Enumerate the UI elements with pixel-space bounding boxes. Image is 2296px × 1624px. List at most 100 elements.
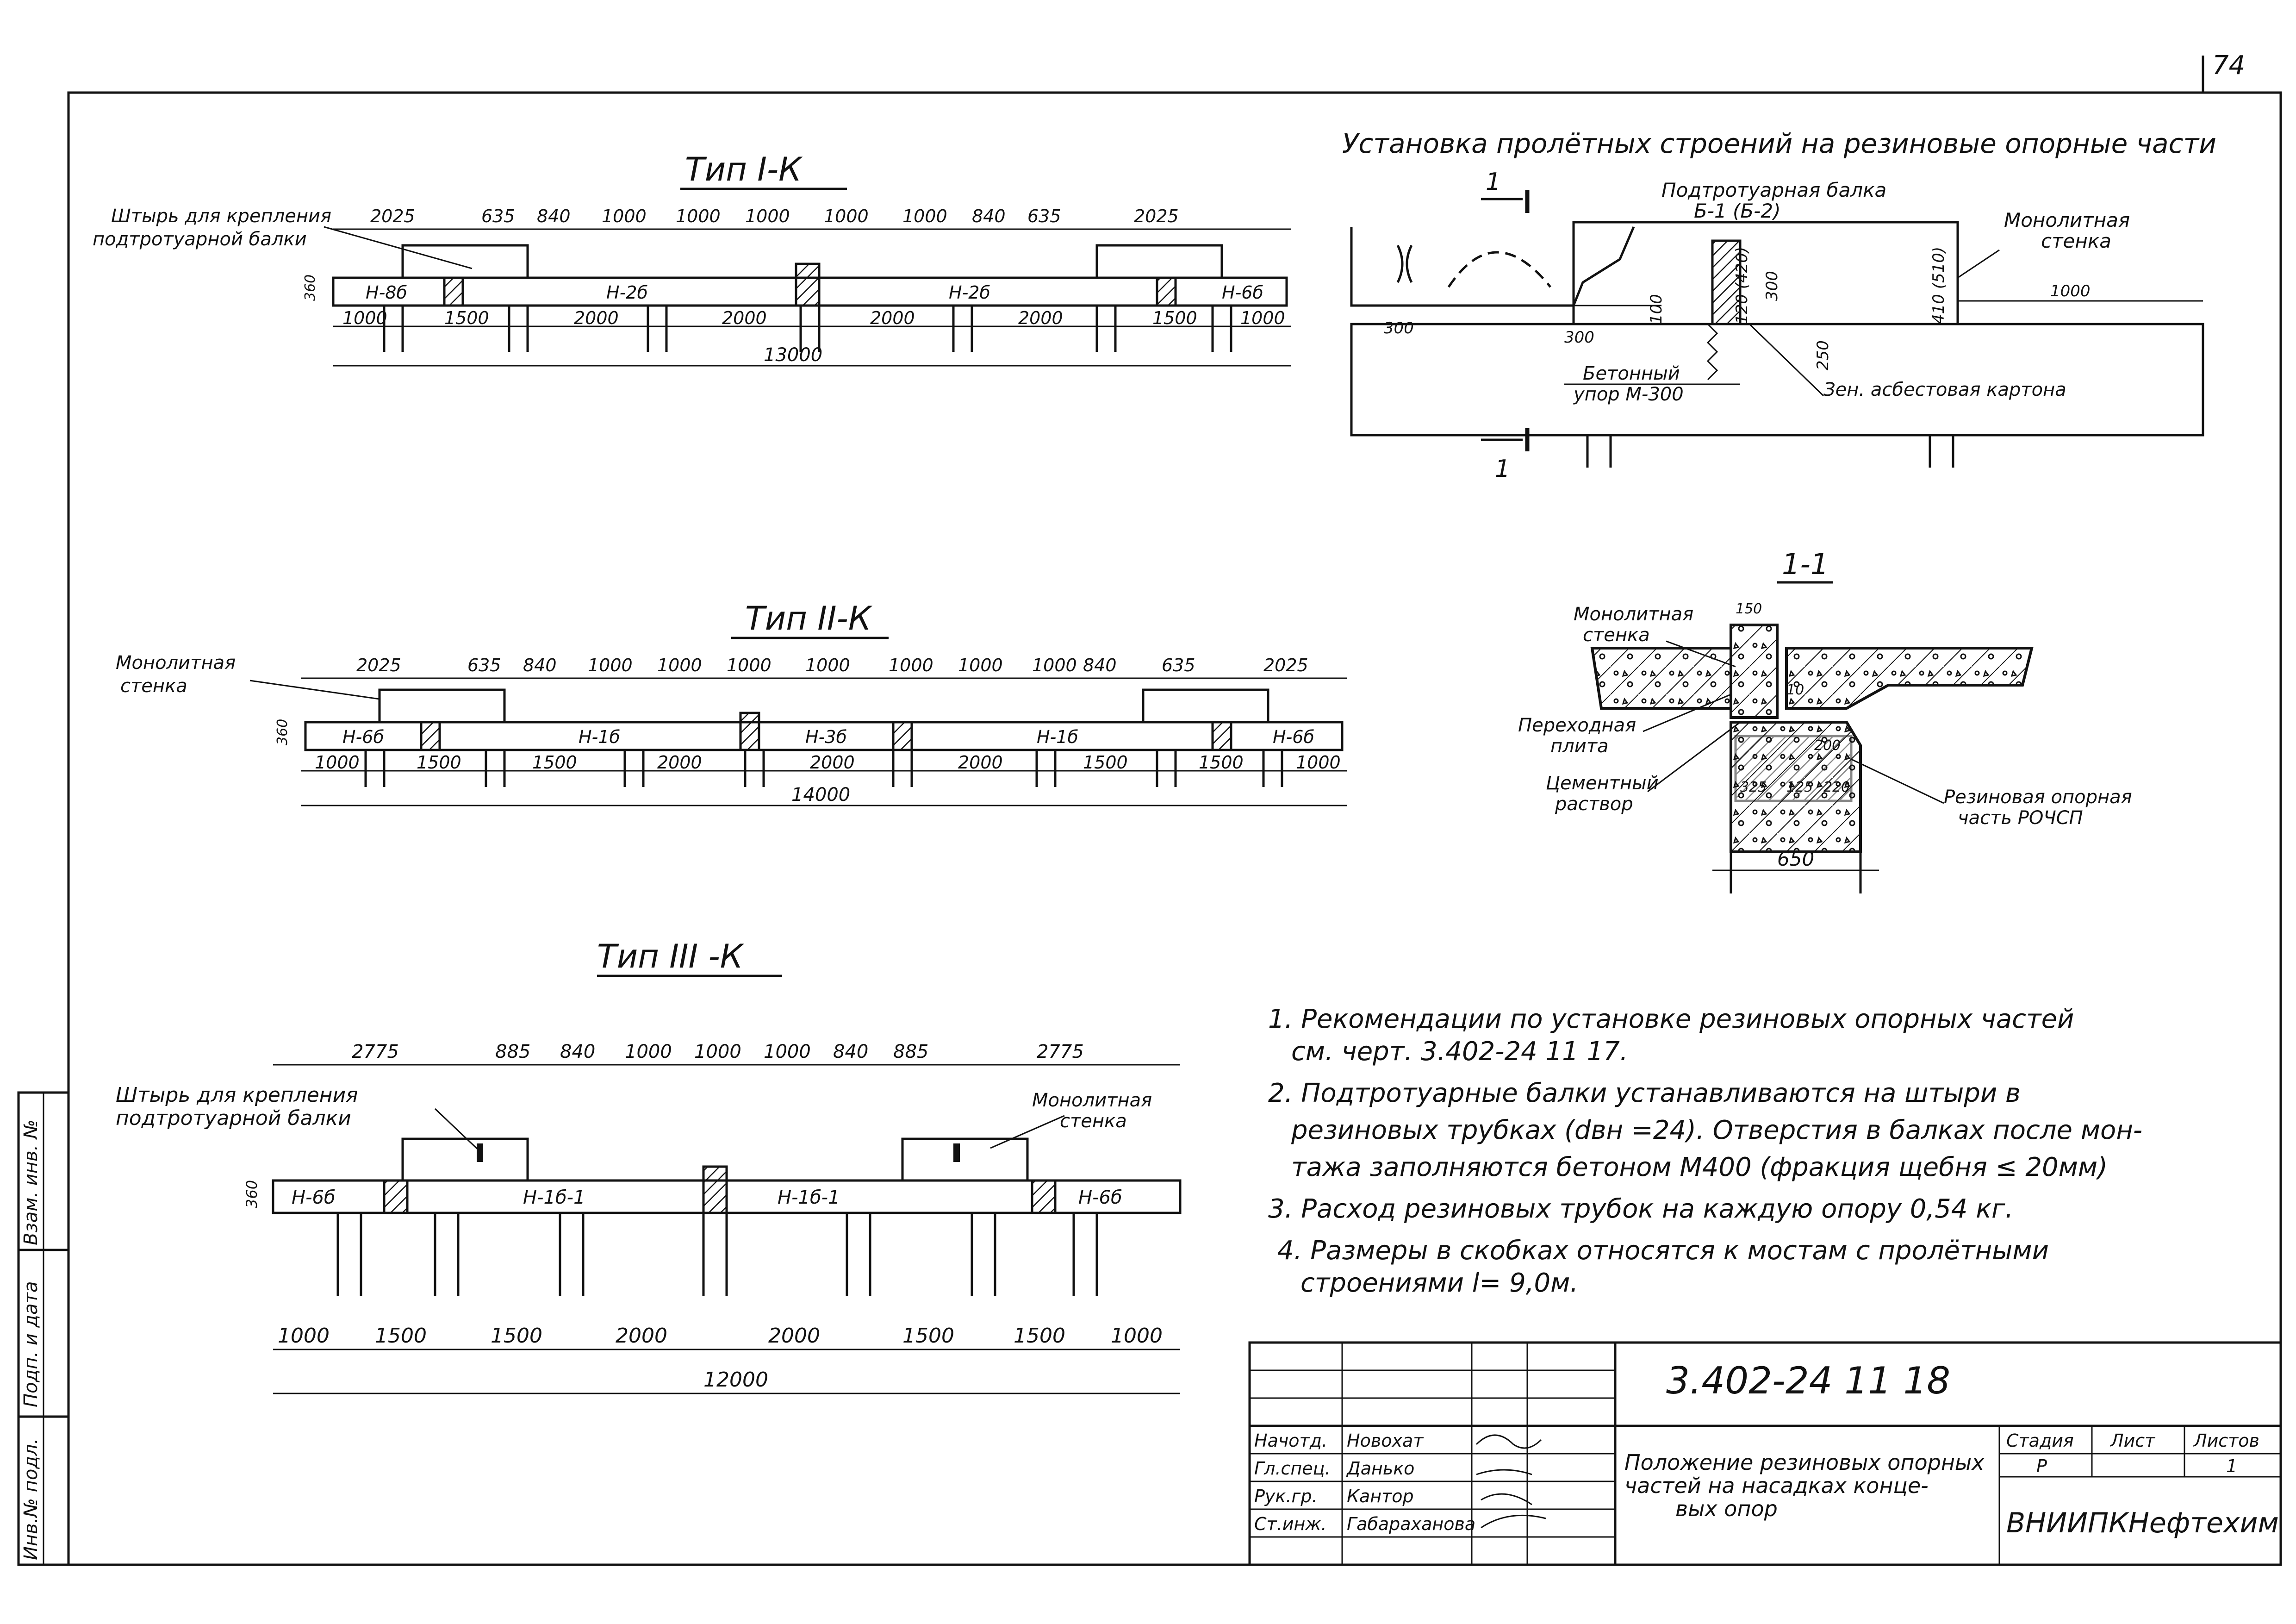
detail-dim-2: 300: [1564, 328, 1594, 347]
type3-dim-top-7: 840: [833, 1041, 868, 1062]
section-dim-5: 125: [1786, 779, 1813, 795]
type3-total: 12000: [703, 1368, 768, 1392]
type2-dim-bot-4: 2000: [657, 752, 702, 773]
type1-dim-bot-1: 1000: [342, 308, 387, 328]
type2-block-1: Н-6б: [342, 727, 384, 747]
detail-dim-7: 250: [1814, 340, 1832, 370]
type2-diagram: Тип II-К Монолитная стенка 2025 635 840 …: [116, 600, 1347, 806]
header-sheets: Листов: [2193, 1430, 2259, 1451]
section-dim-3: 200: [1814, 737, 1841, 754]
detail-title: Установка пролётных строений на резиновы…: [1342, 128, 2216, 159]
type1-block-2: Н-2б: [606, 282, 648, 303]
stamp-sign-date: Подп. и дата: [20, 1281, 42, 1407]
type3-dim-bot-2: 1500: [375, 1324, 427, 1348]
type2-dim-top-9: 1000: [958, 655, 1003, 675]
section-mark-top: 1: [1486, 168, 1501, 196]
type3-callout-right-line2: стенка: [1060, 1111, 1127, 1132]
section-bearing-line2: часть РОЧСП: [1958, 807, 2083, 829]
type2-dim-top-1: 2025: [356, 655, 401, 675]
type3-callout-left-line1: Штырь для крепления: [116, 1083, 358, 1107]
role-1: Начотд.: [1254, 1430, 1327, 1451]
note-3: 3. Расход резиновых трубок на каждую опо…: [1268, 1194, 2013, 1224]
stop-label-line1: Бетонный: [1583, 363, 1680, 384]
type1-dim-top-10: 635: [1027, 206, 1061, 226]
type2-height: 360: [274, 719, 291, 745]
type1-block-1: Н-8б: [366, 282, 407, 303]
type3-callout-right-line1: Монолитная: [1032, 1090, 1152, 1111]
type3-diagram: Тип III -К Штырь для крепления подтротуа…: [116, 937, 1182, 1394]
note-4b: строениями l= 9,0м.: [1300, 1268, 1578, 1298]
section-dim-4: 325: [1740, 779, 1767, 795]
description-line1: Положение резиновых опорных: [1624, 1450, 1985, 1475]
type1-dim-top-11: 2025: [1134, 206, 1179, 226]
detail-dim-8: 100: [1647, 294, 1666, 324]
type2-dim-top-8: 1000: [889, 655, 933, 675]
type2-dim-top-12: 635: [1162, 655, 1195, 675]
note-2c: тажа заполняются бетоном М400 (фракция щ…: [1291, 1152, 2108, 1182]
type1-dim-bot-4: 2000: [722, 308, 767, 328]
type1-block-3: Н-2б: [949, 282, 990, 303]
type2-dim-top-10: 1000: [1032, 655, 1077, 675]
name-4: Габараханова: [1347, 1514, 1475, 1534]
type1-dim-bot-5: 2000: [870, 308, 915, 328]
type3-dim-bot-8: 1000: [1111, 1324, 1163, 1348]
section-plate-line1: Переходная: [1518, 715, 1636, 736]
type1-dim-bot-2: 1500: [444, 308, 489, 328]
type1-title: Тип I-К: [685, 150, 803, 188]
type1-height: 360: [302, 275, 318, 301]
notes: 1. Рекомендации по установке резиновых о…: [1268, 1004, 2142, 1298]
page-number: 74: [2212, 50, 2245, 81]
section-wall-line1: Монолитная: [1574, 604, 1693, 625]
type3-dim-top-2: 885: [495, 1041, 530, 1062]
type2-dim-top-13: 2025: [1263, 655, 1308, 675]
description-line3: вых опор: [1675, 1496, 1778, 1521]
type3-dim-top-1: 2775: [352, 1041, 399, 1062]
section-width: 650: [1777, 848, 1814, 870]
type1-dim-top-2: 635: [481, 206, 515, 226]
section-mortar-line1: Цементный: [1546, 773, 1659, 794]
role-4: Ст.инж.: [1254, 1514, 1327, 1534]
section-plate-line2: плита: [1550, 736, 1609, 757]
type3-dim-top-9: 2775: [1037, 1041, 1084, 1062]
name-3: Кантор: [1347, 1486, 1414, 1506]
section-wall-line2: стенка: [1583, 625, 1650, 646]
note-2b: резиновых трубках (dвн =24). Отверстия в…: [1291, 1115, 2142, 1145]
section-dim-1: 150: [1736, 601, 1762, 617]
type3-dim-bot-5: 2000: [768, 1324, 820, 1348]
note-1a: 1. Рекомендации по установке резиновых о…: [1268, 1004, 2074, 1034]
type3-dim-top-8: 885: [893, 1041, 928, 1062]
type2-block-2: Н-1б: [579, 727, 620, 747]
beam-label-line2: Б-1 (Б-2): [1694, 200, 1781, 222]
detail-dim-1: 300: [1384, 319, 1414, 337]
stamp-inv-original: Инв.№ подл.: [20, 1438, 42, 1560]
section-dim-2: 10: [1786, 682, 1804, 698]
side-stamp: Инв.№ подл. Подп. и дата Взам. инв. №: [17, 1091, 70, 1566]
role-2: Гл.спец.: [1254, 1458, 1331, 1479]
type1-callout-line1: Штырь для крепления: [111, 206, 331, 227]
section-dim-6: 220: [1823, 779, 1850, 795]
type3-dim-bot-3: 1500: [491, 1324, 542, 1348]
type2-dim-bot-1: 1000: [315, 752, 360, 773]
type2-dim-bot-5: 2000: [810, 752, 855, 773]
section-1-1: 1-1 Монолитная стенка Переходная плита Ц…: [1518, 547, 2132, 893]
type3-dim-top-3: 840: [560, 1041, 595, 1062]
type2-dim-top-2: 635: [467, 655, 501, 675]
type1-dim-top-4: 1000: [602, 206, 647, 226]
type3-dim-bot-6: 1500: [902, 1324, 954, 1348]
type3-dim-bot-4: 2000: [616, 1324, 667, 1348]
type3-dim-top-6: 1000: [764, 1041, 811, 1062]
type1-dim-bot-7: 1500: [1152, 308, 1197, 328]
type2-total: 14000: [791, 784, 850, 806]
cap-beam: [1350, 323, 2204, 437]
type1-dim-top-7: 1000: [824, 206, 869, 226]
detail-dim-4: 120 (420): [1733, 247, 1751, 324]
type1-dim-top-3: 840: [537, 206, 571, 226]
type2-dim-bot-6: 2000: [958, 752, 1003, 773]
detail-dim-6: 410 (510): [1929, 247, 1948, 324]
type2-callout-line1: Монолитная: [116, 652, 236, 674]
type3-block-3: Н-1б-1: [778, 1187, 840, 1208]
type2-callout-line2: стенка: [120, 675, 187, 697]
type1-dim-top-5: 1000: [676, 206, 721, 226]
type3-block-1: Н-6б: [292, 1187, 336, 1208]
